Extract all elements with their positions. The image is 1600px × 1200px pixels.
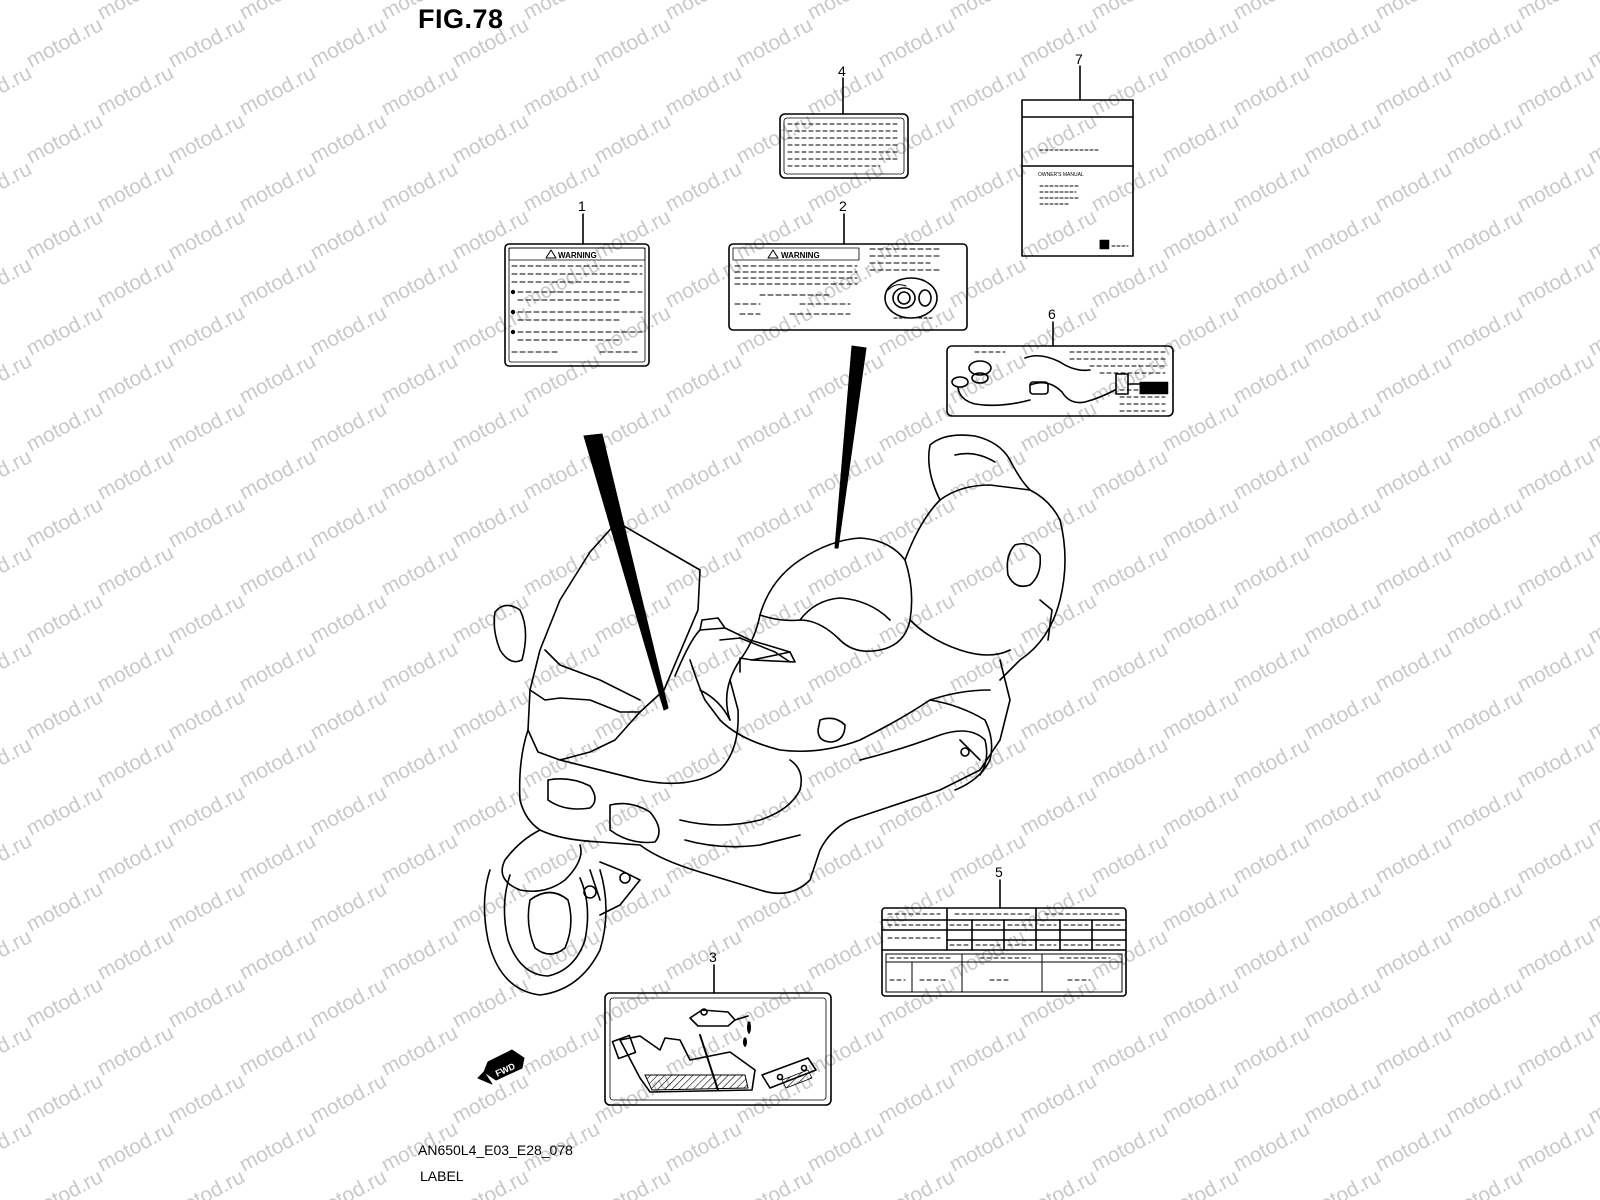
scooter-illustration bbox=[483, 434, 1066, 996]
owners-manual-title: OWNER'S MANUAL bbox=[1038, 172, 1084, 178]
pointer-arrows bbox=[583, 345, 867, 711]
spec-table-label-5 bbox=[881, 879, 1127, 997]
callout-7: 7 bbox=[1075, 51, 1083, 67]
owners-manual-7 bbox=[1021, 65, 1134, 257]
callout-4: 4 bbox=[838, 63, 846, 79]
callout-1: 1 bbox=[578, 198, 586, 214]
warning-label-2 bbox=[728, 213, 968, 331]
oil-level-label-3 bbox=[604, 964, 832, 1106]
fwd-arrow bbox=[477, 1049, 525, 1085]
callout-6: 6 bbox=[1048, 306, 1056, 322]
warning-text-label-2: WARNING bbox=[781, 251, 820, 260]
figure-label: LABEL bbox=[420, 1168, 464, 1184]
callout-3: 3 bbox=[709, 949, 717, 965]
fluid-label-6 bbox=[946, 321, 1174, 417]
figure-title: FIG.78 bbox=[418, 4, 504, 34]
warning-label-1 bbox=[504, 213, 650, 367]
info-label-4 bbox=[779, 77, 909, 179]
callout-5: 5 bbox=[995, 864, 1003, 880]
figure-code: AN650L4_E03_E28_078 bbox=[418, 1142, 573, 1158]
warning-text-label-1: WARNING bbox=[558, 251, 597, 260]
callout-2: 2 bbox=[839, 198, 847, 214]
